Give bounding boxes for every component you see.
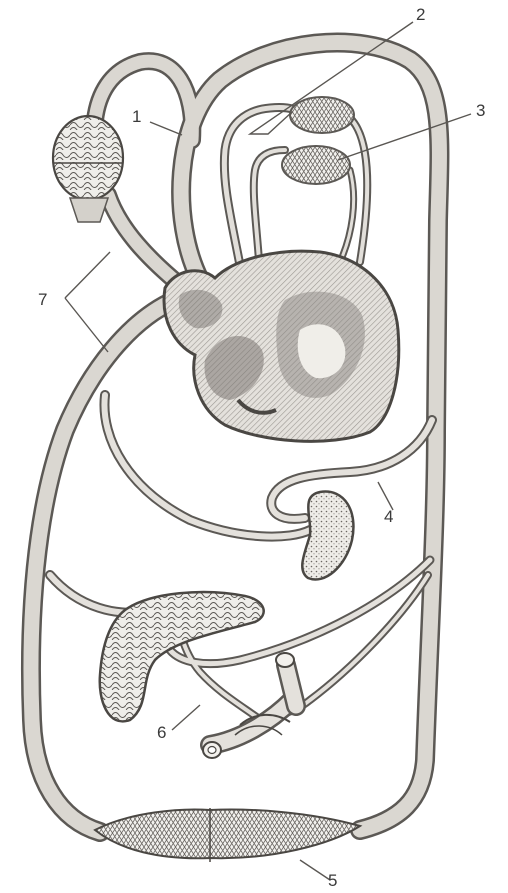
label-5: 5 bbox=[328, 872, 337, 889]
label-1: 1 bbox=[132, 108, 141, 125]
label-2: 2 bbox=[416, 6, 425, 23]
lower-body-capillaries bbox=[95, 808, 360, 862]
intestine bbox=[203, 653, 296, 758]
lung-capillaries bbox=[282, 97, 354, 184]
kidney bbox=[302, 492, 353, 580]
label-3: 3 bbox=[476, 102, 485, 119]
label-7: 7 bbox=[38, 291, 47, 308]
label-4: 4 bbox=[384, 508, 393, 525]
heart bbox=[164, 251, 399, 441]
label-6: 6 bbox=[157, 724, 166, 741]
